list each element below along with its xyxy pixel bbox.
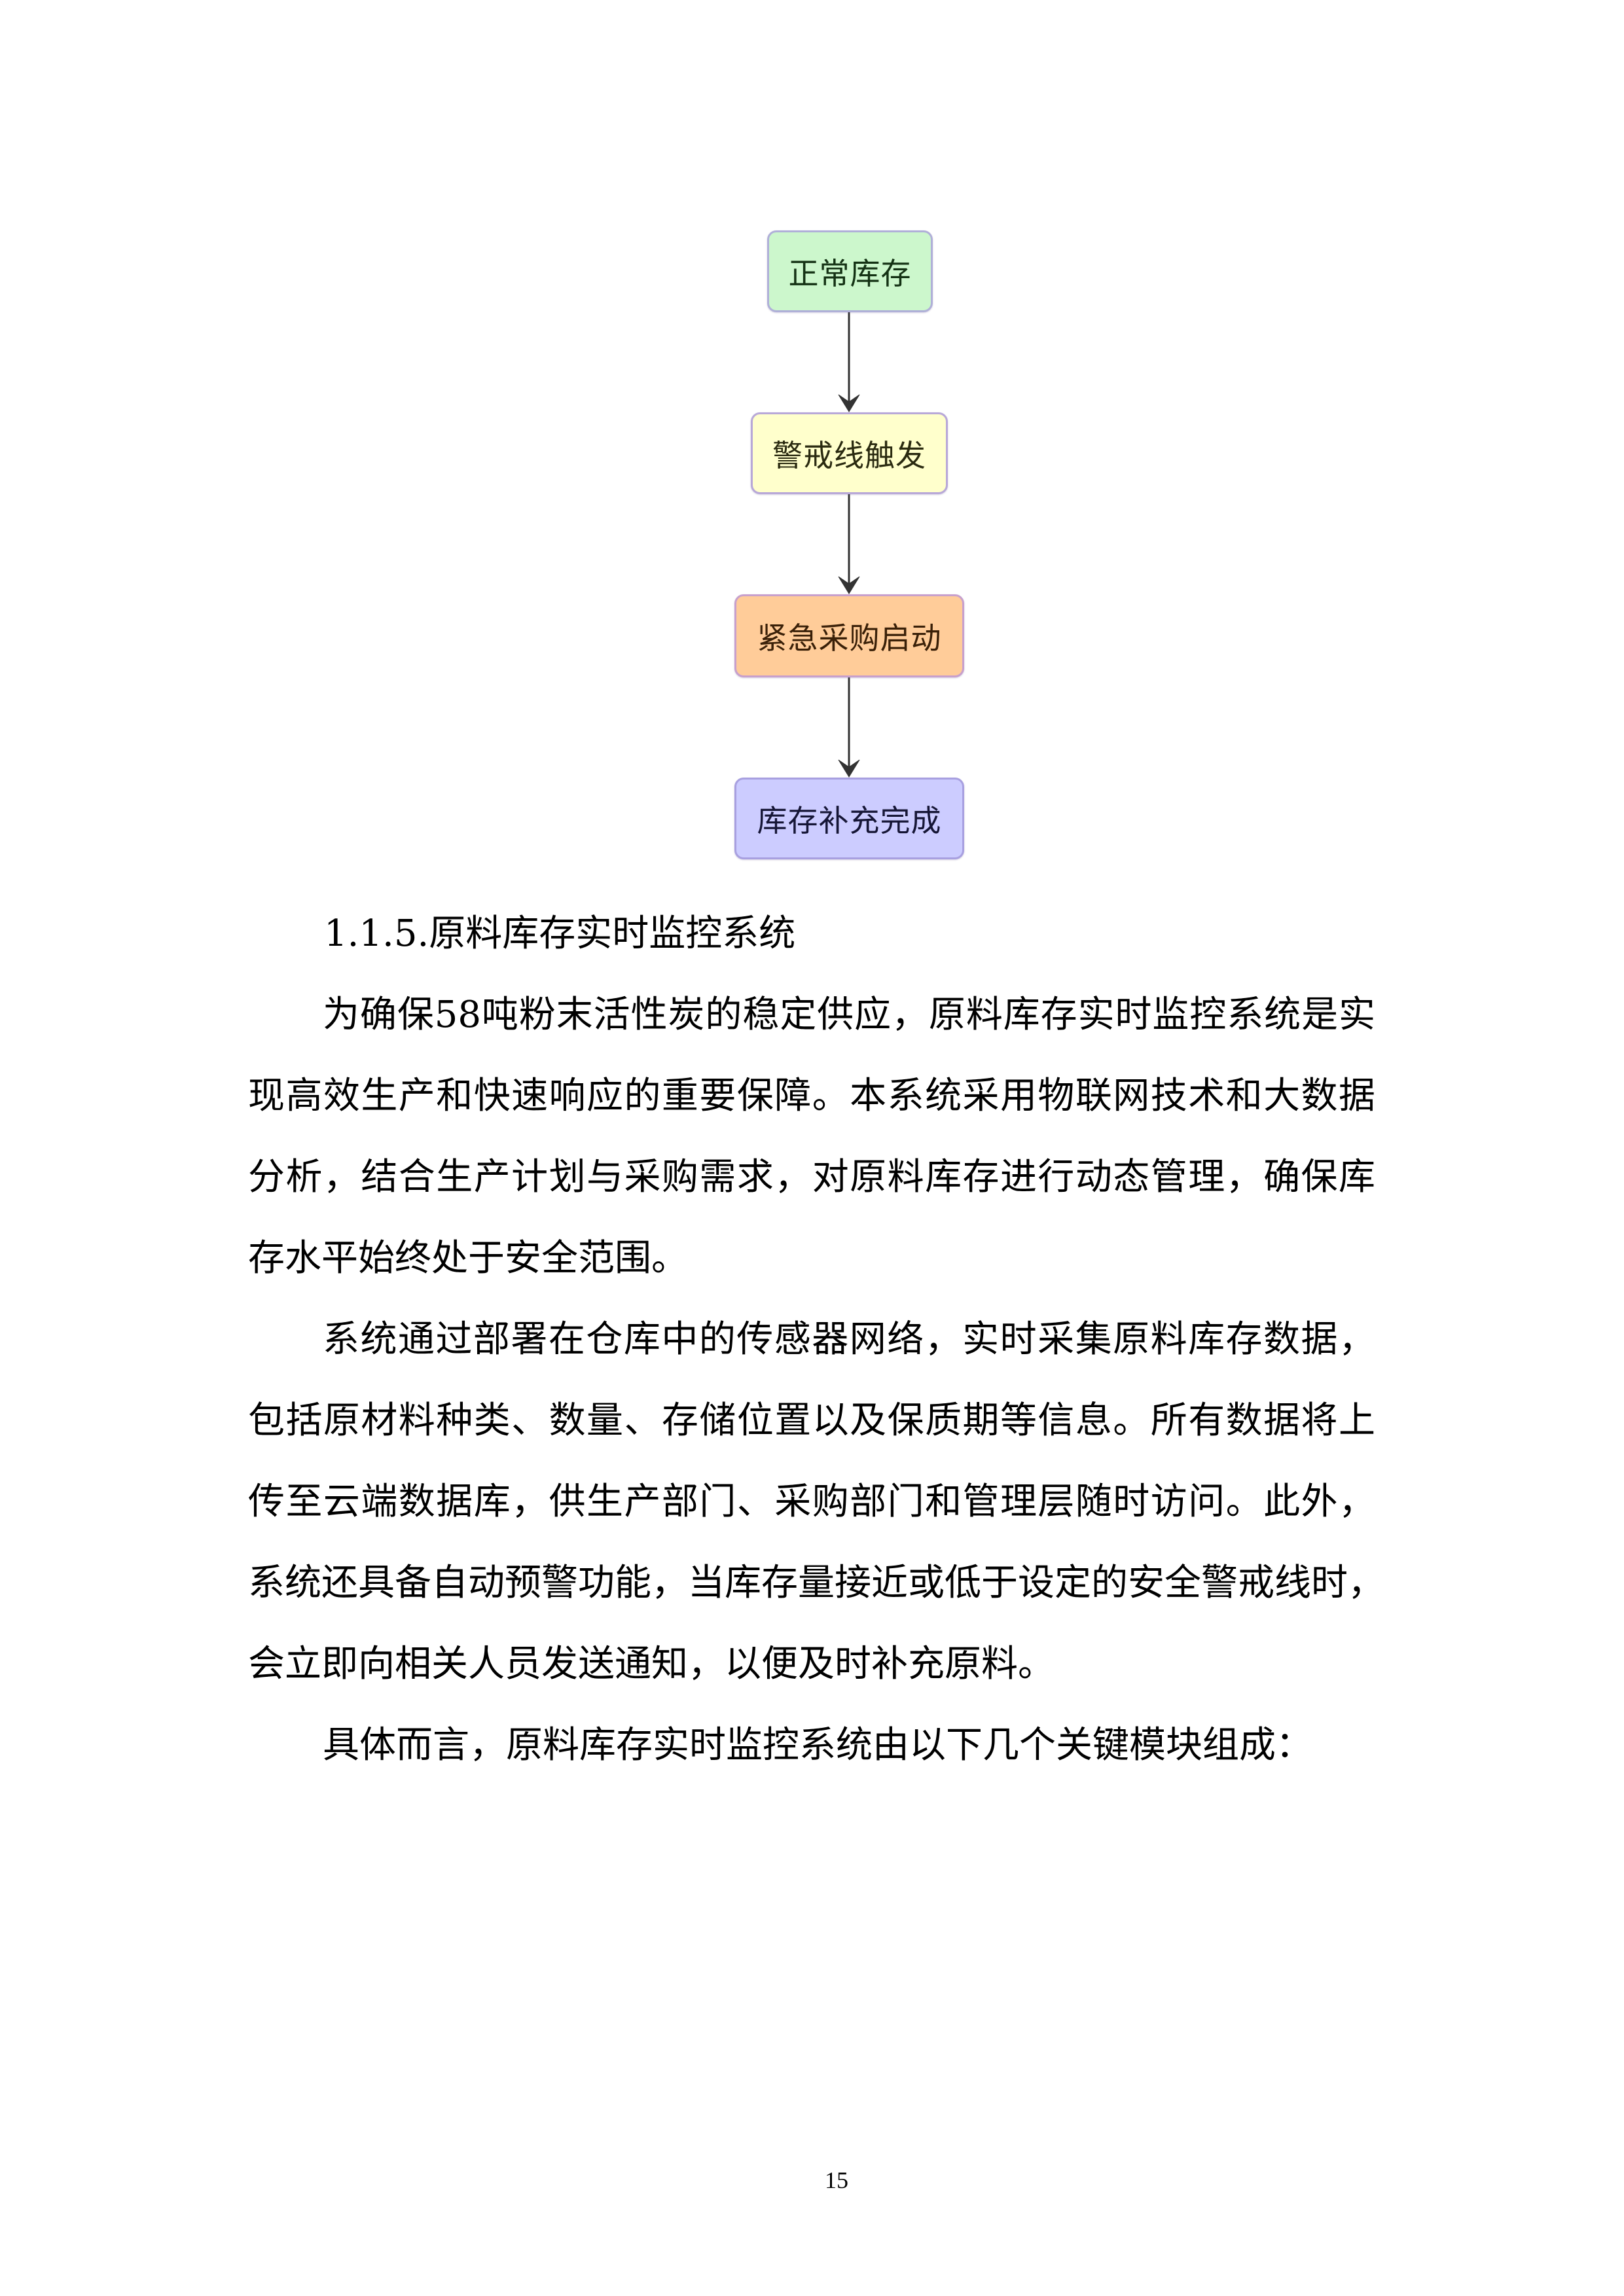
text-line: 系统通过部署在仓库中的传感器网络，实时采集原料库存数据， <box>323 1318 1375 1361</box>
arrow-2 <box>838 494 860 594</box>
flow-node-alert-triggered: 警戒线触发 <box>751 412 948 494</box>
section-body: 为确保58吨粉末活性炭的稳定供应，原料库存实时监控系统是实 现高效生产和快速响应… <box>248 975 1384 1786</box>
arrow-3 <box>838 677 860 778</box>
arrow-1 <box>838 312 860 412</box>
section-heading: 1.1.5.原料库存实时监控系统 <box>324 912 796 955</box>
text-line: 现高效生产和快速响应的重要保障。本系统采用物联网技术和大数据 <box>248 1075 1375 1117</box>
flow-node-restock-complete: 库存补充完成 <box>734 778 964 859</box>
flow-node-label: 警戒线触发 <box>772 437 926 473</box>
text-line: 具体而言，原料库存实时监控系统由以下几个关键模块组成： <box>323 1724 1312 1767</box>
text-line: 系统还具备自动预警功能，当库存量接近或低于设定的安全警戒线时， <box>248 1562 1384 1604</box>
paragraph-1: 为确保58吨粉末活性炭的稳定供应，原料库存实时监控系统是实 现高效生产和快速响应… <box>248 975 1375 1299</box>
text-line: 为确保58吨粉末活性炭的稳定供应，原料库存实时监控系统是实 <box>323 994 1375 1036</box>
flow-node-normal-stock: 正常库存 <box>767 230 933 312</box>
paragraph-3: 具体而言，原料库存实时监控系统由以下几个关键模块组成： <box>248 1705 1375 1786</box>
paragraph-2: 系统通过部署在仓库中的传感器网络，实时采集原料库存数据， 包括原材料种类、数量、… <box>248 1299 1384 1705</box>
text-line: 分析，结合生产计划与采购需求，对原料库存进行动态管理，确保库 <box>248 1156 1375 1198</box>
text-line: 会立即向相关人员发送通知，以便及时补充原料。 <box>248 1643 1055 1685</box>
flow-node-label: 库存补充完成 <box>757 802 942 838</box>
text-line: 存水平始终处于安全范围。 <box>248 1237 688 1280</box>
flow-node-emergency-purchase: 紧急采购启动 <box>734 594 964 677</box>
text-line: 传至云端数据库，供生产部门、采购部门和管理层随时访问。此外， <box>248 1480 1375 1523</box>
text-line: 包括原材料种类、数量、存储位置以及保质期等信息。所有数据将上 <box>248 1399 1375 1442</box>
page-number: 15 <box>825 2167 848 2193</box>
flow-node-label: 紧急采购启动 <box>757 620 942 656</box>
flow-node-label: 正常库存 <box>788 255 912 291</box>
